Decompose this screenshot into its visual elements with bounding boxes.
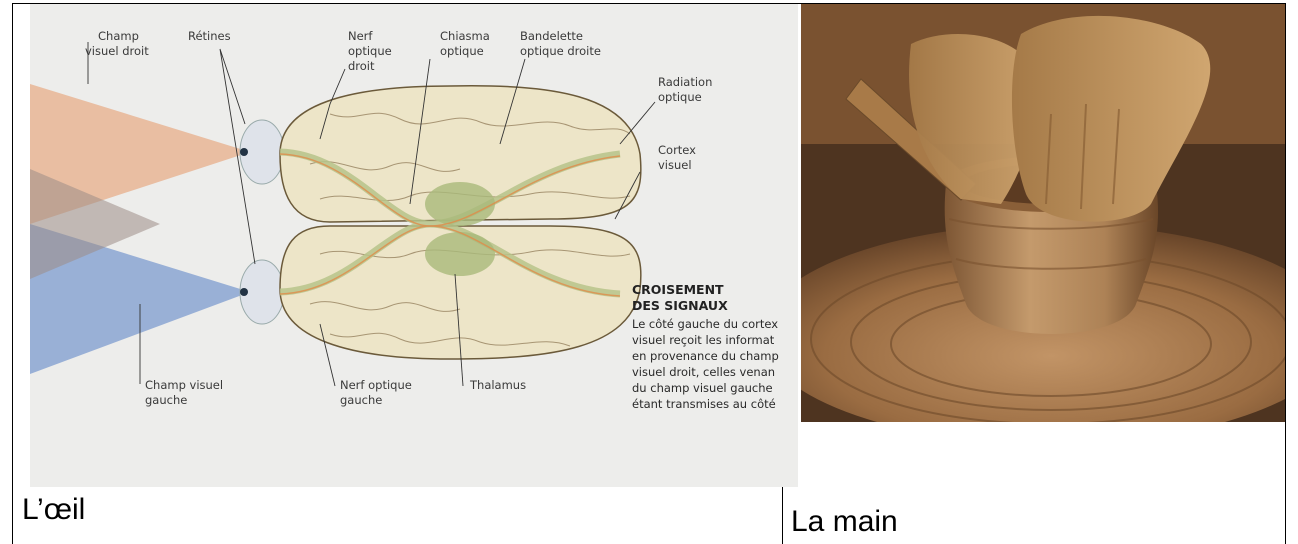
label-chiasma-2: optique — [440, 44, 484, 58]
sidebar-line: étant transmises au côté — [632, 397, 776, 411]
sidebar-heading-1: CROISEMENT — [632, 282, 724, 297]
label-nerf-droit-3: droit — [348, 59, 375, 73]
label-cortex-1: Cortex — [658, 143, 696, 157]
label-retines: Rétines — [188, 29, 231, 43]
label-nerf-gauche-1: Nerf optique — [340, 378, 412, 392]
label-bandelette-2: optique droite — [520, 44, 601, 58]
label-bandelette-1: Bandelette — [520, 29, 583, 43]
label-champ-droit-1: Champ — [98, 29, 139, 43]
sidebar-line: Le côté gauche du cortex — [632, 317, 778, 331]
label-chiasma-1: Chiasma — [440, 29, 490, 43]
label-cortex-2: visuel — [658, 158, 692, 172]
label-nerf-droit-2: optique — [348, 44, 392, 58]
sidebar-line: en provenance du champ — [632, 349, 779, 363]
label-radiation-1: Radiation — [658, 75, 712, 89]
table-border-right — [1285, 3, 1286, 544]
label-thalamus: Thalamus — [469, 378, 526, 392]
sidebar-line: visuel droit, celles venan — [632, 365, 775, 379]
label-champ-gauche-2: gauche — [145, 393, 187, 407]
caption-eye: L’œil — [22, 493, 85, 527]
sidebar-line: visuel reçoit les informat — [632, 333, 775, 347]
sidebar-line: du champ visuel gauche — [632, 381, 773, 395]
label-champ-droit-2: visuel droit — [85, 44, 149, 58]
label-nerf-gauche-2: gauche — [340, 393, 382, 407]
eye-brain-figure: Champ visuel droit Rétines Nerf optique … — [30, 4, 798, 487]
eye-brain-illustration: Champ visuel droit Rétines Nerf optique … — [30, 4, 798, 487]
label-radiation-2: optique — [658, 90, 702, 104]
caption-hand: La main — [791, 505, 898, 539]
label-nerf-droit-1: Nerf — [348, 29, 373, 43]
pottery-figure — [801, 4, 1285, 422]
sidebar-heading-2: DES SIGNAUX — [632, 298, 728, 313]
table-border-left — [12, 3, 13, 544]
pottery-photo — [801, 4, 1285, 422]
label-champ-gauche-1: Champ visuel — [145, 378, 223, 392]
